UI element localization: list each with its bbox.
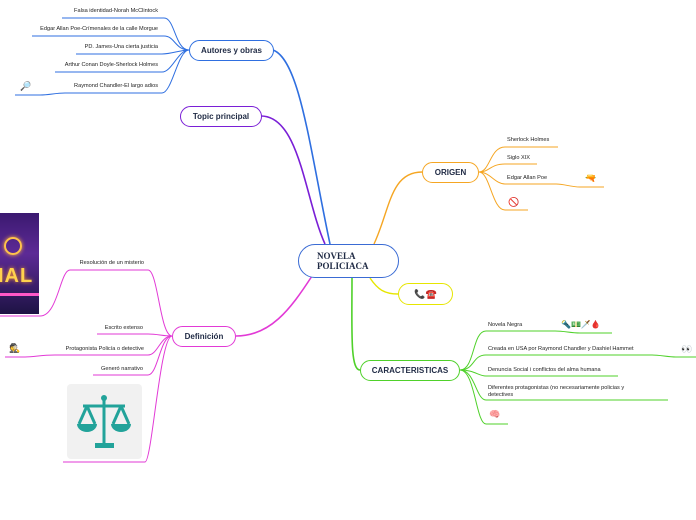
leaf-edgar-allan-poe[interactable]: Edgar Allan Poe: [507, 175, 548, 181]
leaf-novela-negra[interactable]: Novela Negra: [488, 322, 523, 328]
brain-icon: 🧠: [489, 409, 501, 419]
central-topic-line1: NOVELA: [317, 251, 356, 261]
branch-topic-principal[interactable]: Topic principal: [180, 106, 262, 127]
leaf-raymond-chandler[interactable]: Raymond Chandler-El largo adios: [74, 83, 158, 89]
prohibited-icon: 🚫: [508, 197, 520, 207]
leaf-resolucion-misterio[interactable]: Resolución de un misterio: [79, 260, 144, 266]
eyes-icon: 👀: [681, 344, 693, 354]
branch-autores-y-obras[interactable]: Autores y obras: [189, 40, 274, 61]
leaf-sherlock-holmes[interactable]: Sherlock Holmes: [507, 137, 550, 143]
branch-caracteristicas[interactable]: CARACTERISTICAS: [360, 360, 460, 381]
leaf-protagonista-policia[interactable]: Protagonista Policía o detective: [65, 346, 144, 352]
leaf-diferentes-protagonistas[interactable]: Diferentes protagonistas (no necesariame…: [488, 385, 625, 398]
neon-sign-image: IAL: [0, 213, 39, 314]
detective-icon: 🕵️: [9, 343, 21, 353]
branch-phone-icons[interactable]: 📞☎️: [398, 283, 453, 305]
leaf-siglo-xix[interactable]: Siglo XIX: [507, 155, 531, 161]
magnifier-icon: 🔎: [20, 81, 32, 91]
leaf-falsa-identidad[interactable]: Falsa identidad-Norah McClintock: [74, 8, 158, 14]
leaf-arthur-conan-doyle[interactable]: Arthur Conan Doyle-Sherlock Holmes: [64, 62, 158, 68]
gun-icon: 🔫: [585, 173, 597, 183]
leaf-genero-narrativo[interactable]: Generó narrativo: [101, 366, 143, 372]
leaf-pd-james[interactable]: PD. James-Una cierta justicia: [84, 44, 158, 50]
leaf-creada-en-usa[interactable]: Creada en USA por Raymond Chandler y Das…: [488, 346, 634, 352]
scale-of-justice-icon: [67, 384, 142, 459]
central-topic-line2: POLICIACA: [317, 261, 369, 271]
leaf-escrito-extenso[interactable]: Escrito extenso: [104, 325, 143, 331]
noir-items-icon: 🔦💵🗡️🩸: [561, 320, 601, 329]
branch-definicion[interactable]: Definición: [172, 326, 236, 347]
branch-origen[interactable]: ORIGEN: [422, 162, 479, 183]
leaf-edgar-allan-poe-morgue[interactable]: Edgar Allan Poe-Crímenales de la calle M…: [40, 26, 158, 32]
leaf-denuncia-social[interactable]: Denuncia Social i conflictos del alma hu…: [488, 367, 601, 373]
